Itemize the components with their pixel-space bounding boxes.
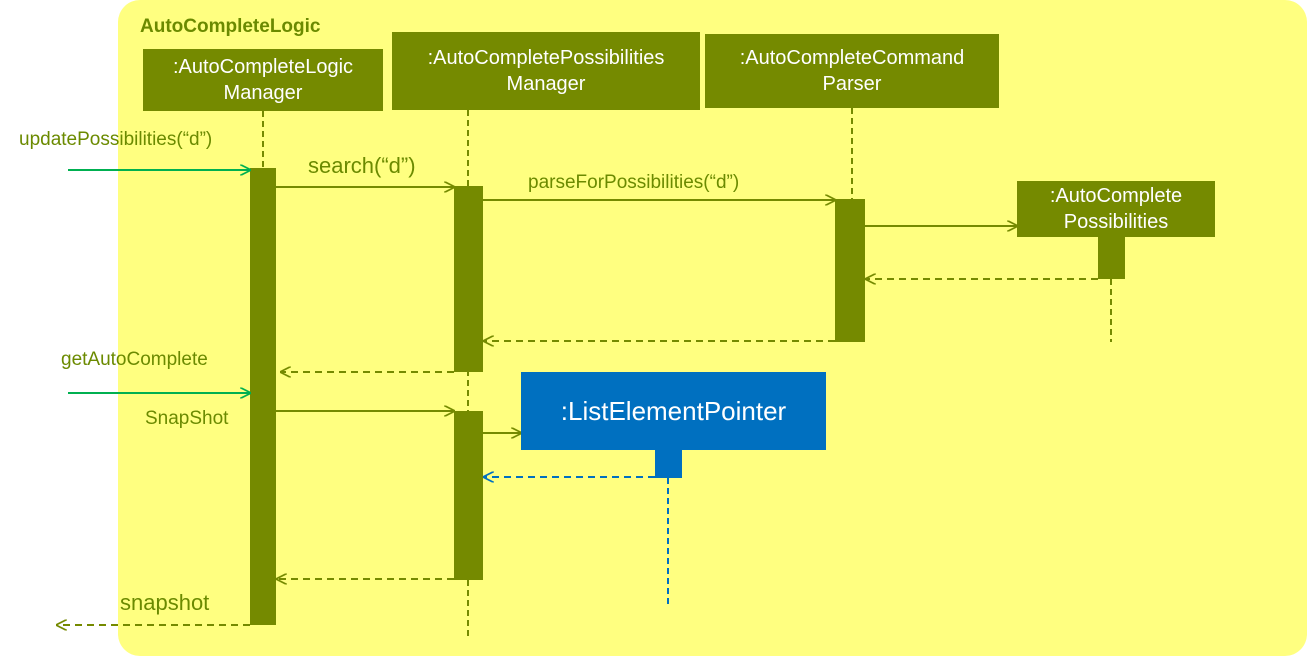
- participant-command-parser-line2: Parser: [822, 73, 882, 95]
- activation-possibilities-manager-1: [454, 186, 483, 372]
- message-snapshot-return: snapshot: [120, 590, 210, 615]
- participant-logic-manager-line1: :AutoCompleteLogic: [172, 56, 354, 78]
- activation-command-parser: [835, 199, 865, 342]
- participant-list-pointer: :ListElementPointer: [521, 372, 826, 450]
- message-parse-for-possibilities: parseForPossibilities(“d”): [528, 172, 740, 193]
- participant-possibilities-line1: :AutoComplete: [1049, 185, 1183, 207]
- message-search: search(“d”): [308, 153, 416, 178]
- participant-logic-manager-line2: Manager: [223, 82, 303, 104]
- message-update-possibilities: updatePossibilities(“d”): [19, 129, 213, 150]
- activation-list-pointer: [655, 450, 682, 478]
- activation-possibilities: [1098, 237, 1125, 279]
- message-get-autocomplete: getAutoComplete: [61, 349, 208, 370]
- participant-possibilities-manager-line2: Manager: [506, 73, 586, 95]
- participant-command-parser: :AutoCompleteCommand Parser: [705, 34, 999, 108]
- message-snapshot-call: SnapShot: [145, 408, 229, 429]
- participant-possibilities-manager-line1: :AutoCompletePossibilities: [427, 47, 665, 69]
- participant-possibilities: :AutoComplete Possibilities: [1017, 181, 1215, 237]
- activation-possibilities-manager-2: [454, 411, 483, 580]
- participant-possibilities-manager: :AutoCompletePossibilities Manager: [392, 32, 700, 110]
- participant-command-parser-line1: :AutoCompleteCommand: [739, 47, 965, 69]
- participant-list-pointer-line1: :ListElementPointer: [560, 396, 787, 426]
- participant-logic-manager: :AutoCompleteLogic Manager: [143, 49, 383, 111]
- frame-title: AutoCompleteLogic: [140, 16, 321, 37]
- activation-logic-manager: [250, 168, 276, 625]
- participant-possibilities-line2: Possibilities: [1063, 211, 1169, 233]
